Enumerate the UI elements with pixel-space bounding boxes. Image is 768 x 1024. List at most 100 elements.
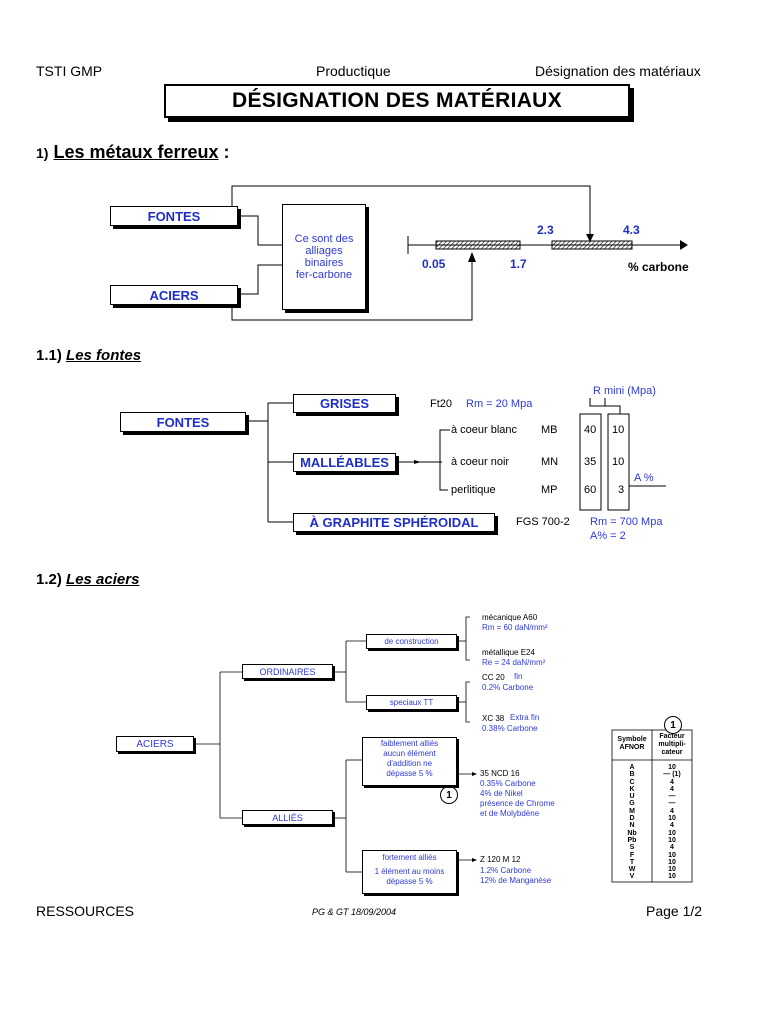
- fortement-box: fortement alliés 1 élément au moins dépa…: [362, 850, 457, 894]
- row-a: 3: [618, 484, 625, 496]
- acier-range-bar: [435, 240, 521, 250]
- afnor-symbol: Pb: [627, 836, 637, 844]
- afnor-symbol: S: [629, 844, 635, 852]
- afnor-symbol: V: [629, 873, 635, 881]
- aciers-box: ACIERS: [110, 285, 238, 305]
- footer-left: RESSOURCES: [36, 903, 135, 919]
- malleables-box: MALLÉABLES: [293, 453, 396, 472]
- note-marker: 1: [440, 786, 458, 804]
- cc20-label: CC 20: [482, 673, 505, 682]
- header-center: Productique: [316, 63, 391, 79]
- afnor-factor: 4: [670, 822, 674, 830]
- xc38-carbone-label: 0.38% Carbone: [482, 724, 538, 733]
- afnor-factor: 10: [668, 815, 676, 823]
- alliages-box: Ce sont des alliages binaires fer-carbon…: [282, 204, 366, 310]
- afnor-factor: 10: [668, 858, 676, 866]
- apct-label: A %: [634, 472, 654, 484]
- row-code: MB: [541, 424, 558, 436]
- ft20-label: Ft20: [430, 398, 453, 410]
- afnor-symbol: M: [629, 807, 635, 815]
- mecanique-label: mécanique A60: [482, 613, 538, 622]
- afnor-symbol: G: [629, 800, 635, 808]
- afnor-symbol: B: [629, 771, 635, 779]
- carbon-17-label: 1.7: [510, 257, 527, 271]
- afnor-symbol: U: [629, 793, 635, 801]
- aciers-root-box: ACIERS: [116, 736, 194, 752]
- fgs-label: FGS 700-2: [516, 516, 570, 528]
- afnor-factor: 4: [670, 785, 674, 793]
- graphite-box: À GRAPHITE SPHÉROIDAL: [293, 513, 495, 532]
- row-r: 60: [584, 484, 597, 496]
- re24-label: Re = 24 daN/mm²: [482, 658, 546, 667]
- fontes-arrow-line: [231, 185, 591, 236]
- rm700-label: Rm = 700 Mpa: [590, 516, 663, 528]
- afnor-factor: 10: [668, 873, 676, 881]
- speciaux-box: speciaux TT: [366, 695, 457, 710]
- construction-box: de construction: [366, 634, 457, 649]
- afnor-factor: 4: [670, 844, 674, 852]
- section1-heading: 1) Les métaux ferreux :: [36, 142, 230, 162]
- carbon-unit-label: % carbone: [628, 260, 689, 274]
- ncd-details: 0.35% Carbone 4% de Nikel présence de Ch…: [480, 779, 555, 818]
- afnor-factor: 10: [668, 836, 676, 844]
- row-a: 10: [612, 456, 625, 468]
- afnor-factor-header: Facteur multipli- cateur: [658, 733, 686, 756]
- row-label: à coeur noir: [451, 456, 510, 468]
- row-a: 10: [612, 424, 625, 436]
- grises-box: GRISES: [293, 394, 396, 413]
- page-title: DÉSIGNATION DES MATÉRIAUX: [232, 89, 562, 112]
- afnor-symbol: T: [629, 858, 635, 866]
- afnor-symbol: Nb: [627, 829, 637, 837]
- header-left: TSTI GMP: [36, 63, 103, 79]
- afnor-symbol: N: [629, 822, 635, 830]
- aciers-arrowhead: [468, 252, 476, 262]
- allies-box: ALLIÉS: [242, 810, 333, 825]
- afnor-factor: 10: [668, 764, 676, 771]
- row-code: MP: [541, 484, 558, 496]
- fontes-root-box: FONTES: [120, 412, 246, 432]
- fontes-connector: [238, 215, 282, 246]
- cc20-fin-label: fin: [514, 672, 523, 681]
- header-right: Désignation des matériaux: [535, 63, 701, 79]
- aciers-connector: [238, 264, 282, 295]
- cc20-carbone-label: 0.2% Carbone: [482, 683, 534, 692]
- afnor-symbol: F: [629, 851, 635, 859]
- afnor-symbol: D: [629, 815, 635, 823]
- page-title-box: DÉSIGNATION DES MATÉRIAUX: [164, 84, 630, 118]
- a2-label: A% = 2: [590, 530, 626, 542]
- footer-center: PG & GT 18/09/2004: [312, 907, 397, 917]
- z120-label: Z 120 M 12: [480, 855, 521, 864]
- metallique-label: métallique E24: [482, 648, 535, 657]
- section12-heading: 1.2) Les aciers: [36, 571, 140, 588]
- aciers-arrow-line: [231, 258, 473, 321]
- rm60-label: Rm = 60 daN/mm²: [482, 623, 548, 632]
- fonte-range-bar: [551, 240, 633, 250]
- afnor-factor: —: [668, 793, 676, 801]
- faiblement-box: faiblement alliés aucun élément d'additi…: [362, 737, 457, 786]
- row-label: perlitique: [451, 484, 496, 496]
- rmini-label: R mini (Mpa): [593, 385, 656, 397]
- footer-right: Page 1/2: [646, 903, 703, 919]
- afnor-symbol-header: Symbole AFNOR: [617, 736, 647, 751]
- row-r: 35: [584, 456, 597, 468]
- row-label: à coeur blanc: [451, 424, 518, 436]
- z120-details: 1.2% Carbone 12% de Manganèse: [480, 866, 552, 885]
- afnor-factor: 10: [668, 851, 676, 859]
- carbon-23-label: 2.3: [537, 223, 554, 237]
- afnor-factor: —: [668, 800, 676, 808]
- rm20-label: Rm = 20 Mpa: [466, 398, 533, 410]
- carbon-005-label: 0.05: [422, 257, 446, 271]
- afnor-symbol: W: [628, 866, 636, 874]
- afnor-factor: 4: [670, 807, 674, 815]
- row-code: MN: [541, 456, 559, 468]
- fontes-box: FONTES: [110, 206, 238, 226]
- afnor-factor: 10: [668, 829, 676, 837]
- afnor-factor: — (1): [663, 771, 681, 779]
- ncd-label: 35 NCD 16: [480, 769, 520, 778]
- afnor-factor: 10: [668, 866, 676, 874]
- xc38-label: XC 38: [482, 714, 505, 723]
- afnor-symbol: A: [629, 764, 635, 771]
